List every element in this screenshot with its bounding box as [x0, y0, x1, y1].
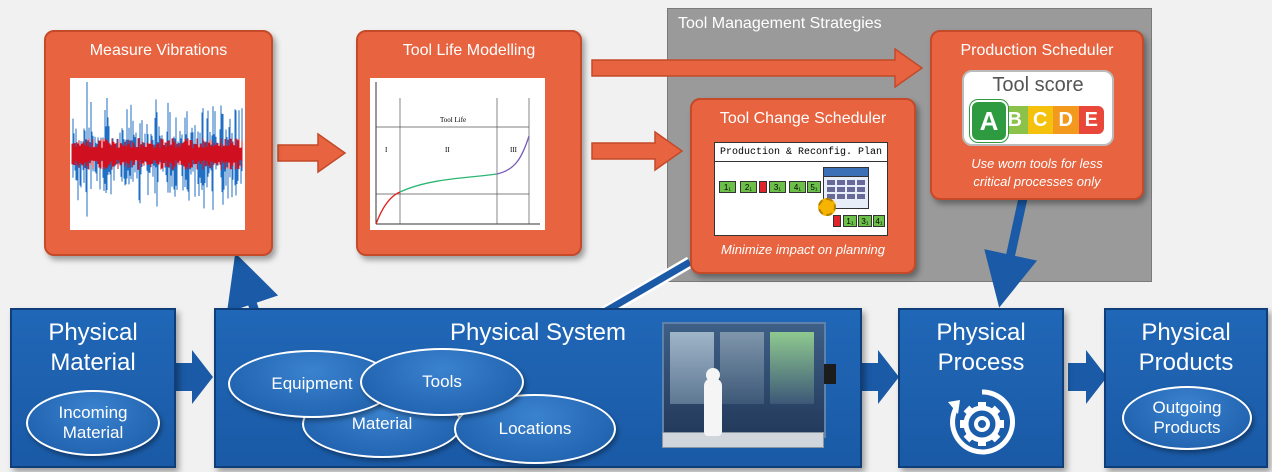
physical-process-box: Physical Process — [898, 308, 1064, 468]
plan-title: Production & Reconfig. Plan — [715, 147, 887, 162]
tool-life-label: Tool Life — [440, 116, 466, 124]
physical-products-title-1: Physical — [1141, 319, 1231, 346]
grade-a: A — [970, 100, 1008, 142]
arrow-production-to-process — [984, 197, 1038, 308]
phase-label-2: II — [445, 146, 450, 154]
tool-change-scheduler-box: Tool Change Scheduler Production & Recon… — [690, 98, 916, 274]
physical-products-box: Physical Products Outgoing Products — [1104, 308, 1268, 468]
tool-life-modelling-title: Tool Life Modelling — [402, 42, 536, 59]
physical-process-title-2: Process — [937, 349, 1025, 376]
arrow-material-to-system — [174, 350, 213, 404]
physical-process-title-1: Physical — [936, 319, 1026, 346]
physical-material-title-1: Physical — [48, 319, 138, 346]
plan-caption: Minimize impact on planning — [720, 242, 886, 257]
physical-system-box: Physical System Material Locations Equip… — [214, 308, 862, 468]
physical-material-title-2: Material — [50, 349, 136, 376]
outgoing-products-ellipse: Outgoing Products — [1122, 386, 1252, 450]
plan-cell: 4₁ — [789, 181, 806, 193]
measure-vibrations-title: Measure Vibrations — [89, 42, 228, 59]
vibration-signal-image — [70, 78, 245, 230]
grade-b: B C D E — [992, 106, 1104, 134]
arrow-system-to-process — [860, 350, 899, 404]
tool-score-title: Tool score — [992, 74, 1084, 96]
tool-score-caption-2: critical processes only — [973, 174, 1101, 189]
plan-cell: 3₁ — [769, 181, 786, 193]
tool-life-curve-chart: Tool Life I II III — [370, 78, 545, 230]
production-plan-image: Production & Reconfig. Plan 1₁ 2₁ 3₁ 4₁ … — [714, 142, 888, 236]
tool-management-title: Tool Management Strategies — [678, 15, 882, 32]
arrow-life-to-production — [591, 47, 924, 89]
calendar-icon — [818, 167, 869, 216]
plan-row-1: 1₁ 2₁ 3₁ 4₁ 5₁ — [719, 181, 839, 193]
plan-cell: 4₁ — [873, 215, 885, 227]
physical-products-title-2: Products — [1138, 349, 1234, 376]
plan-cell: 1₁ — [843, 215, 857, 227]
physical-system-title: Physical System — [449, 319, 627, 346]
machine-illustration — [662, 320, 838, 454]
tool-change-scheduler-title: Tool Change Scheduler — [719, 110, 887, 127]
production-scheduler-box: Production Scheduler Tool score B C D E … — [930, 30, 1144, 200]
incoming-material-ellipse: Incoming Material — [26, 390, 160, 456]
outgoing-products-line2: Products — [1153, 418, 1221, 437]
plan-cell: 2₁ — [740, 181, 757, 193]
incoming-material-line1: Incoming — [58, 403, 128, 422]
plan-cell-red — [833, 215, 841, 227]
arrow-process-to-products — [1068, 350, 1107, 404]
plan-cell: 3₁ — [858, 215, 872, 227]
tool-score-grades: B C D E A — [970, 100, 1104, 142]
measure-vibrations-box: Measure Vibrations — [44, 30, 273, 256]
plan-cell-red — [759, 181, 767, 193]
outgoing-products-line1: Outgoing — [1152, 398, 1222, 417]
tool-score-badge: Tool score B C D E A — [962, 70, 1114, 146]
phase-label-1: I — [385, 146, 388, 154]
tools-ellipse[interactable]: Tools — [360, 348, 524, 416]
arrow-life-to-change — [591, 130, 684, 172]
production-scheduler-title: Production Scheduler — [960, 42, 1114, 59]
plan-row-2: 1₁ 3₁ 4₁ — [833, 215, 887, 227]
phase-label-3: III — [510, 146, 518, 154]
plan-cell: 1₁ — [719, 181, 736, 193]
arrow-vib-to-life — [277, 132, 347, 174]
operator-figure — [704, 378, 722, 436]
tool-life-modelling-box: Tool Life Modelling Tool Life I II III — [356, 30, 582, 256]
tool-score-caption-1: Use worn tools for less — [971, 156, 1103, 171]
plan-cell: 5₁ — [807, 181, 821, 193]
incoming-material-line2: Material — [62, 423, 124, 442]
physical-material-box: Physical Material Incoming Material — [10, 308, 176, 468]
gear-icon — [818, 198, 836, 216]
gear-cycle-icon — [948, 389, 1015, 455]
